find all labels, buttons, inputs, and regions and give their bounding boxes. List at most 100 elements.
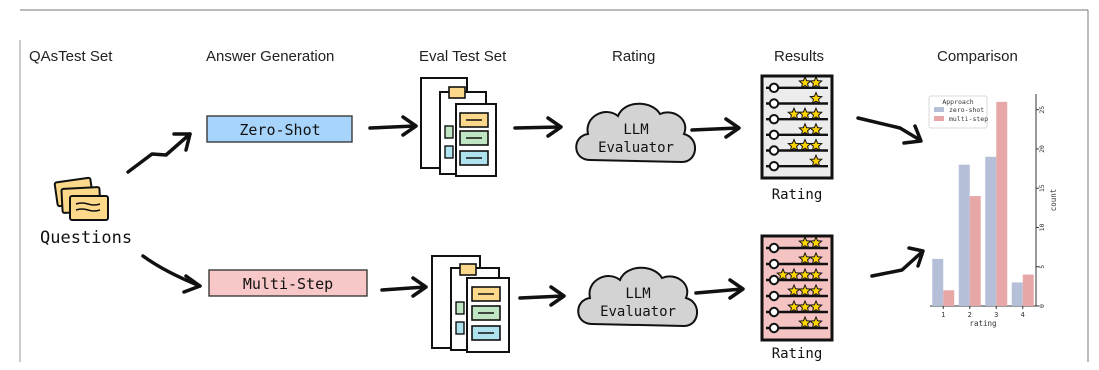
- legend-swatch-zero-shot: [934, 107, 944, 112]
- result-row-stars: [787, 106, 823, 121]
- star-icon: [809, 122, 823, 136]
- result-row-knob: [768, 98, 780, 109]
- header-qas-test-set: QAsTest Set: [29, 48, 113, 65]
- bar-zero-shot-3: [985, 156, 997, 306]
- star-icon: [809, 91, 823, 105]
- arrow-results-to-comparison-top: [856, 116, 923, 145]
- star-icon: [809, 138, 823, 152]
- header-eval-test-set: Eval Test Set: [419, 48, 507, 65]
- y-tick-label: 0: [1038, 304, 1046, 308]
- x-tick-label: 4: [1021, 311, 1025, 319]
- bar-zero-shot-4: [1011, 282, 1023, 306]
- arrow-zero-to-eval: [368, 115, 418, 137]
- star-icon: [798, 106, 812, 121]
- legend-label-zero-shot: zero-shot: [949, 106, 984, 114]
- llm-evaluator-multi-line1: LLM: [625, 286, 650, 302]
- llm-evaluator-cloud-multi-icon: [577, 266, 698, 328]
- star-icon: [809, 267, 823, 281]
- star-icon: [776, 267, 790, 281]
- star-icon: [787, 267, 801, 281]
- result-row-knob: [768, 113, 780, 125]
- header-rating: Rating: [612, 48, 656, 65]
- x-tick-label: 1: [941, 311, 945, 319]
- llm-evaluator-zero-line2: Evaluator: [598, 140, 674, 156]
- x-tick-label: 2: [968, 311, 972, 319]
- result-row-knob: [768, 160, 780, 172]
- y-tick-label: 20: [1038, 145, 1046, 153]
- arrow-llm-to-results-zero: [690, 117, 741, 139]
- star-icon: [798, 138, 812, 152]
- star-icon: [809, 299, 823, 313]
- star-icon: [798, 299, 812, 313]
- star-icon: [798, 315, 812, 329]
- rating-label-zero: Rating: [772, 187, 823, 203]
- x-tick-label: 3: [994, 311, 998, 319]
- result-row-knob: [768, 82, 780, 94]
- multi-step-box: [208, 269, 368, 297]
- star-icon: [809, 251, 823, 265]
- llm-evaluator-zero-line1: LLM: [623, 122, 648, 138]
- star-icon: [809, 106, 823, 121]
- y-tick-label: 25: [1038, 106, 1046, 114]
- eval-test-set-multi-step-icon: [431, 255, 510, 353]
- arrow-eval-to-llm-zero: [513, 116, 563, 138]
- star-icon: [809, 153, 823, 168]
- star-icon: [809, 235, 823, 249]
- arrow-eval-to-llm-multi: [518, 285, 566, 307]
- star-icon: [787, 138, 801, 152]
- result-row-knob: [768, 129, 780, 141]
- star-icon: [798, 75, 812, 89]
- header-results: Results: [774, 48, 825, 65]
- result-row-knob: [768, 306, 780, 318]
- y-tick-label: 15: [1038, 184, 1046, 192]
- arrow-to-zero-shot: [126, 132, 192, 174]
- star-icon: [798, 251, 812, 265]
- star-icon: [798, 267, 812, 281]
- bar-multi-step-1: [943, 290, 955, 306]
- star-icon: [787, 283, 801, 297]
- legend-label-multi-step: multi-step: [949, 115, 988, 123]
- result-row-stars: [798, 235, 823, 249]
- result-row-knob: [768, 242, 780, 254]
- multi-step-label: Multi-Step: [243, 275, 333, 293]
- result-row-stars: [798, 122, 823, 136]
- header-comparison: Comparison: [937, 48, 1018, 65]
- star-icon: [809, 283, 823, 297]
- x-axis-label: rating: [969, 319, 996, 328]
- result-row-knob: [768, 258, 780, 270]
- llm-evaluator-multi-line2: Evaluator: [600, 304, 676, 320]
- legend-swatch-multi-step: [934, 116, 944, 121]
- result-row-stars: [798, 251, 823, 265]
- arrow-llm-to-results-multi: [694, 278, 745, 300]
- arrow-multi-to-eval: [380, 276, 428, 298]
- arrow-results-to-comparison-bottom: [870, 246, 925, 278]
- result-row-stars: [809, 91, 823, 105]
- bar-zero-shot-1: [932, 258, 944, 306]
- result-row-knob: [768, 290, 780, 302]
- star-icon: [787, 299, 801, 313]
- bar-multi-step-3: [996, 101, 1008, 306]
- bar-multi-step-4: [1022, 274, 1034, 306]
- star-icon: [798, 235, 812, 249]
- star-icon: [809, 315, 823, 329]
- star-icon: [798, 122, 812, 136]
- y-axis-label: count: [1049, 189, 1058, 212]
- result-row-stars: [776, 267, 823, 281]
- results-panel-multi-step: [760, 234, 834, 342]
- legend-title: Approach: [942, 98, 973, 106]
- result-row-stars: [809, 153, 823, 168]
- llm-evaluator-cloud-zero-icon: [575, 102, 696, 164]
- star-icon: [798, 283, 812, 297]
- star-icon: [809, 75, 823, 89]
- arrow-to-multi-step: [141, 254, 202, 294]
- questions-stack-icon: [53, 176, 109, 221]
- y-tick-label: 10: [1038, 223, 1046, 231]
- eval-test-set-zero-shot-icon: [420, 77, 497, 177]
- result-row-stars: [798, 315, 823, 329]
- questions-label: Questions: [40, 228, 132, 248]
- result-row-knob: [768, 322, 780, 334]
- rating-label-multi: Rating: [772, 346, 823, 362]
- bar-multi-step-2: [969, 196, 981, 306]
